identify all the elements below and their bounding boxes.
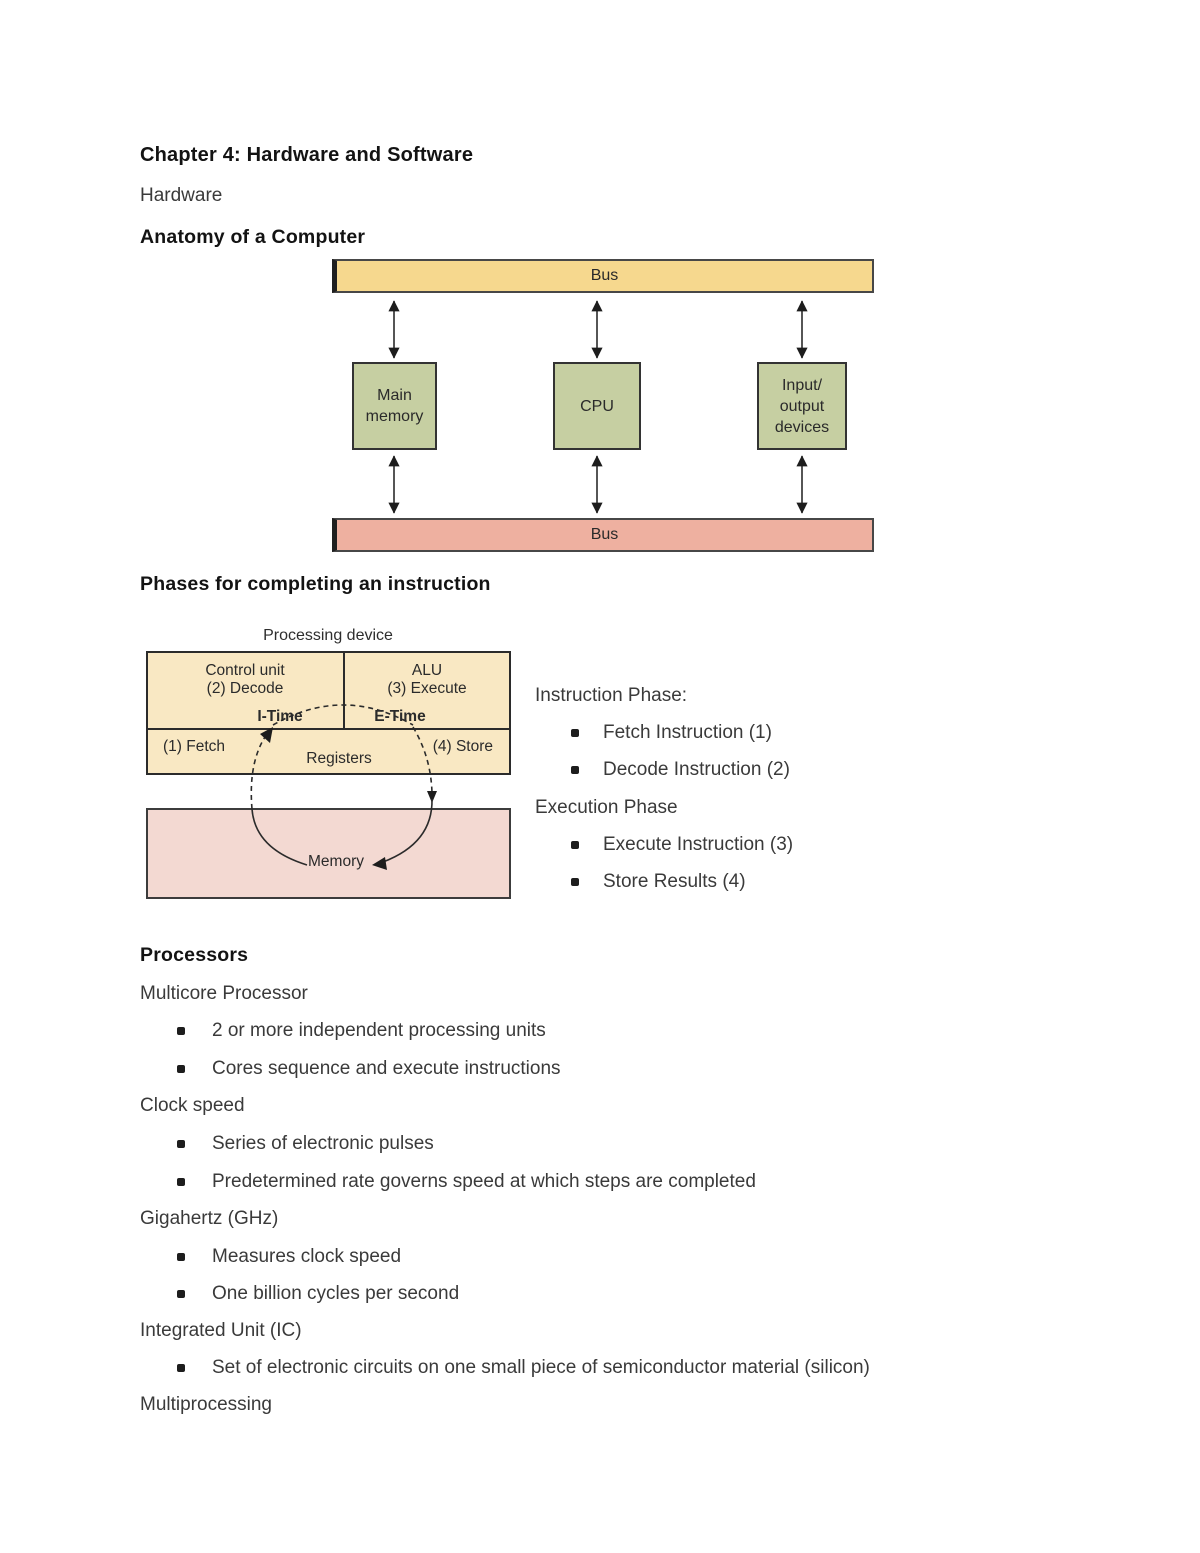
bullet-icon [177,1065,185,1073]
cpu-box: CPU [553,362,641,450]
fetch-label: (1) Fetch [163,738,226,755]
note-item: Cores sequence and execute instructions [212,1058,561,1079]
note-item: Set of electronic circuits on one small … [212,1357,870,1378]
io-label-line2: output [779,397,825,415]
bullet-icon [177,1253,185,1261]
execute-label: (3) Execute [387,680,467,697]
decode-label: (2) Decode [206,680,284,697]
section-heading-processors: Processors [140,944,249,966]
bullet-icon [177,1027,185,1035]
note-label: Clock speed [140,1095,245,1116]
bus-top-bar: Bus [332,259,874,293]
processing-device-box [146,651,511,775]
bus-bottom-bar: Bus [332,518,874,552]
memory-label: Memory [308,853,364,870]
bullet-icon [571,878,579,886]
alu-label: ALU [411,662,443,679]
memory-box [146,808,511,899]
cpu-label: CPU [580,397,614,415]
bullet-icon [177,1290,185,1298]
section-heading-phases: Phases for completing an instruction [140,573,491,595]
phase-item: Store Results (4) [603,871,746,892]
bullet-icon [571,729,579,737]
intro-text: Hardware [140,185,223,206]
bullet-icon [571,841,579,849]
note-label: Multiprocessing [140,1394,272,1415]
note-item: Measures clock speed [212,1246,402,1267]
instruction-phase-heading: Instruction Phase: [535,685,688,706]
io-label-line3: devices [774,418,830,436]
bullet-icon [177,1140,185,1148]
execution-phase-heading: Execution Phase [535,797,678,818]
main-memory-label-line2: memory [365,408,424,425]
store-label: (4) Store [432,738,493,755]
io-devices-box: Input/ output devices [757,362,847,450]
page-title: Chapter 4: Hardware and Software [140,144,474,166]
note-label: Integrated Unit (IC) [140,1320,302,1341]
processing-device-caption: Processing device [263,627,393,644]
main-memory-label-line1: Main [377,387,412,404]
phase-item: Execute Instruction (3) [603,834,794,855]
main-memory-box: Main memory [352,362,437,450]
note-label: Multicore Processor [140,983,308,1004]
computer-anatomy-diagram: Bus Main memory CPU Input/ output device… [330,258,875,556]
instruction-cycle-diagram: Processing device Control unit (2) Decod… [145,625,517,910]
bullet-icon [571,766,579,774]
phase-item: Decode Instruction (2) [603,759,790,780]
i-time-label: I-Time [257,708,303,725]
registers-label: Registers [306,750,372,767]
bullet-icon [177,1178,185,1186]
device-box-horizontal-divider [146,728,509,730]
section-heading-anatomy: Anatomy of a Computer [140,226,366,248]
note-item: 2 or more independent processing units [212,1020,546,1041]
note-label: Gigahertz (GHz) [140,1208,279,1229]
note-item: One billion cycles per second [212,1283,460,1304]
bullet-icon [177,1364,185,1372]
note-item: Predetermined rate governs speed at whic… [212,1171,756,1192]
machine-cycle-arrows [250,704,437,870]
note-item: Series of electronic pulses [212,1133,434,1154]
control-unit-label: Control unit [205,662,285,679]
phase-item: Fetch Instruction (1) [603,722,772,743]
bus-connection-arrows [388,300,808,514]
io-label-line1: Input/ [781,376,823,394]
device-box-vertical-divider [343,651,345,730]
